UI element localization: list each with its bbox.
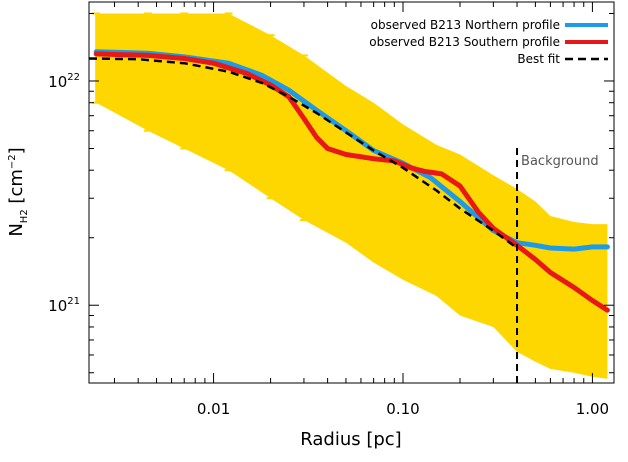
x-axis-title: Radius [pc] [300,429,401,450]
annotation-layer: Background [516,148,599,383]
legend: observed B213 Northern profile observed B… [369,18,608,66]
background-annotation: Background [521,154,599,169]
ticks-layer: 0.01 0.10 1.00 1021 1022 [48,2,614,418]
plot-frame [88,1,615,384]
y-tick-label: 1022 [48,72,80,91]
error-bars-layer [92,12,308,221]
best-fit-line [89,57,518,250]
x-tick-label: 1.00 [576,400,609,418]
legend-label: observed B213 Northern profile [371,18,560,32]
x-tick-label: 0.01 [197,400,230,418]
southern-profile-line [93,51,610,313]
y-axis-title: NH2 [cm−2] [6,147,30,236]
error-band [96,13,608,379]
legend-label: Best fit [517,52,560,66]
y-tick-label: 1021 [48,296,80,315]
error-band-layer [96,13,608,379]
x-tick-label: 0.10 [386,400,419,418]
legend-label: observed B213 Southern profile [369,35,560,49]
series-lines-layer [89,49,610,313]
